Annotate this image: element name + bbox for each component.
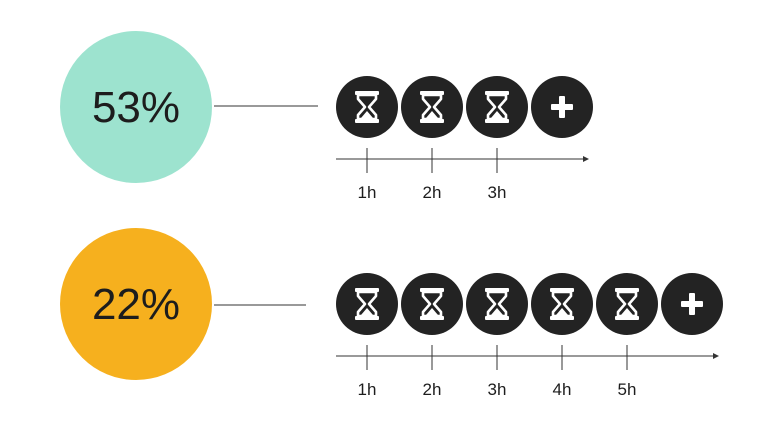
timeline-axis-1: 1h 2h 3h <box>336 148 589 202</box>
hourglass-glass <box>486 290 508 318</box>
axis-arrow-icon <box>713 353 719 359</box>
timeline-axis-2: 1h 2h 3h 4h 5h <box>336 345 719 399</box>
percent-circle-1 <box>60 31 212 183</box>
hourglass-glass <box>421 290 443 318</box>
tick-label: 3h <box>488 380 507 399</box>
token-circle <box>401 273 463 335</box>
hourglass-icon <box>401 76 463 138</box>
hourglass-sand <box>621 308 633 315</box>
token-group-1 <box>336 76 593 138</box>
hourglass-sand <box>426 308 438 315</box>
token-circle <box>531 273 593 335</box>
hourglass-icon <box>336 273 398 335</box>
tick-label: 4h <box>553 380 572 399</box>
row-1: 53% 1h 2h 3h <box>60 31 593 202</box>
axis-arrow-icon <box>583 156 589 162</box>
hourglass-icon <box>531 273 593 335</box>
token-circle <box>336 273 398 335</box>
hourglass-glass <box>421 93 443 121</box>
hourglass-icon <box>466 273 528 335</box>
hourglass-icon <box>596 273 658 335</box>
token-circle <box>401 76 463 138</box>
token-circle <box>336 76 398 138</box>
percent-circle-2 <box>60 228 212 380</box>
hourglass-glass <box>356 290 378 318</box>
token-group-2 <box>336 273 723 335</box>
hourglass-glass <box>486 93 508 121</box>
tick-label: 3h <box>488 183 507 202</box>
percent-label-1: 53% <box>92 83 180 132</box>
hourglass-glass <box>551 290 573 318</box>
hourglass-icon <box>466 76 528 138</box>
tick-label: 2h <box>423 380 442 399</box>
plus-icon <box>661 273 723 335</box>
hourglass-sand <box>426 111 438 118</box>
hourglass-sand <box>556 308 568 315</box>
tick-label: 2h <box>423 183 442 202</box>
hourglass-glass <box>616 290 638 318</box>
tick-label: 5h <box>618 380 637 399</box>
hourglass-sand <box>361 308 373 315</box>
hourglass-sand <box>361 111 373 118</box>
token-circle <box>466 273 528 335</box>
token-circle <box>466 76 528 138</box>
hourglass-sand <box>491 308 503 315</box>
plus-icon <box>531 76 593 138</box>
percent-label-2: 22% <box>92 280 180 329</box>
tick-label: 1h <box>358 380 377 399</box>
tick-label: 1h <box>358 183 377 202</box>
hourglass-icon <box>401 273 463 335</box>
plus-bar-v <box>559 96 565 118</box>
row-2: 22% 1h 2h 3h 4h 5h <box>60 228 723 399</box>
hourglass-icon <box>336 76 398 138</box>
token-circle <box>596 273 658 335</box>
hourglass-glass <box>356 93 378 121</box>
plus-bar-v <box>689 293 695 315</box>
hourglass-sand <box>491 111 503 118</box>
